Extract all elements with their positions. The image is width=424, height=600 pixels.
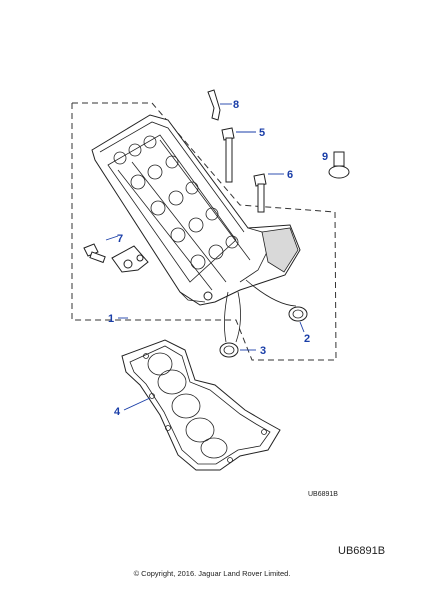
part-5-head-bolt xyxy=(221,127,256,183)
part-7-bracket-bolt xyxy=(83,235,149,273)
callout-2: 2 xyxy=(304,333,310,345)
part-8-bracket xyxy=(207,89,232,121)
callout-1: 1 xyxy=(108,313,114,325)
callout-3: 3 xyxy=(260,345,266,357)
valve-train-detail xyxy=(113,135,251,291)
part-2-seal xyxy=(245,279,308,333)
copyright-notice: © Copyright, 2016. Jaguar Land Rover Lim… xyxy=(133,569,291,578)
callout-7: 7 xyxy=(117,233,123,245)
assembly-boundary-dashed xyxy=(71,102,337,361)
part-4-head-gasket xyxy=(121,339,281,471)
callout-4: 4 xyxy=(114,406,121,418)
callout-9: 9 xyxy=(322,151,328,163)
callout-5: 5 xyxy=(259,127,265,139)
callout-6: 6 xyxy=(287,169,293,181)
part-9-plug xyxy=(328,151,350,179)
part-3-seal xyxy=(219,291,256,358)
diagram-ref-small: UB6891B xyxy=(308,491,338,498)
part-6-bolt xyxy=(253,173,284,213)
cylinder-head xyxy=(91,114,301,306)
diagram-ref-large: UB6891B xyxy=(338,545,386,557)
callout-8: 8 xyxy=(233,99,239,111)
